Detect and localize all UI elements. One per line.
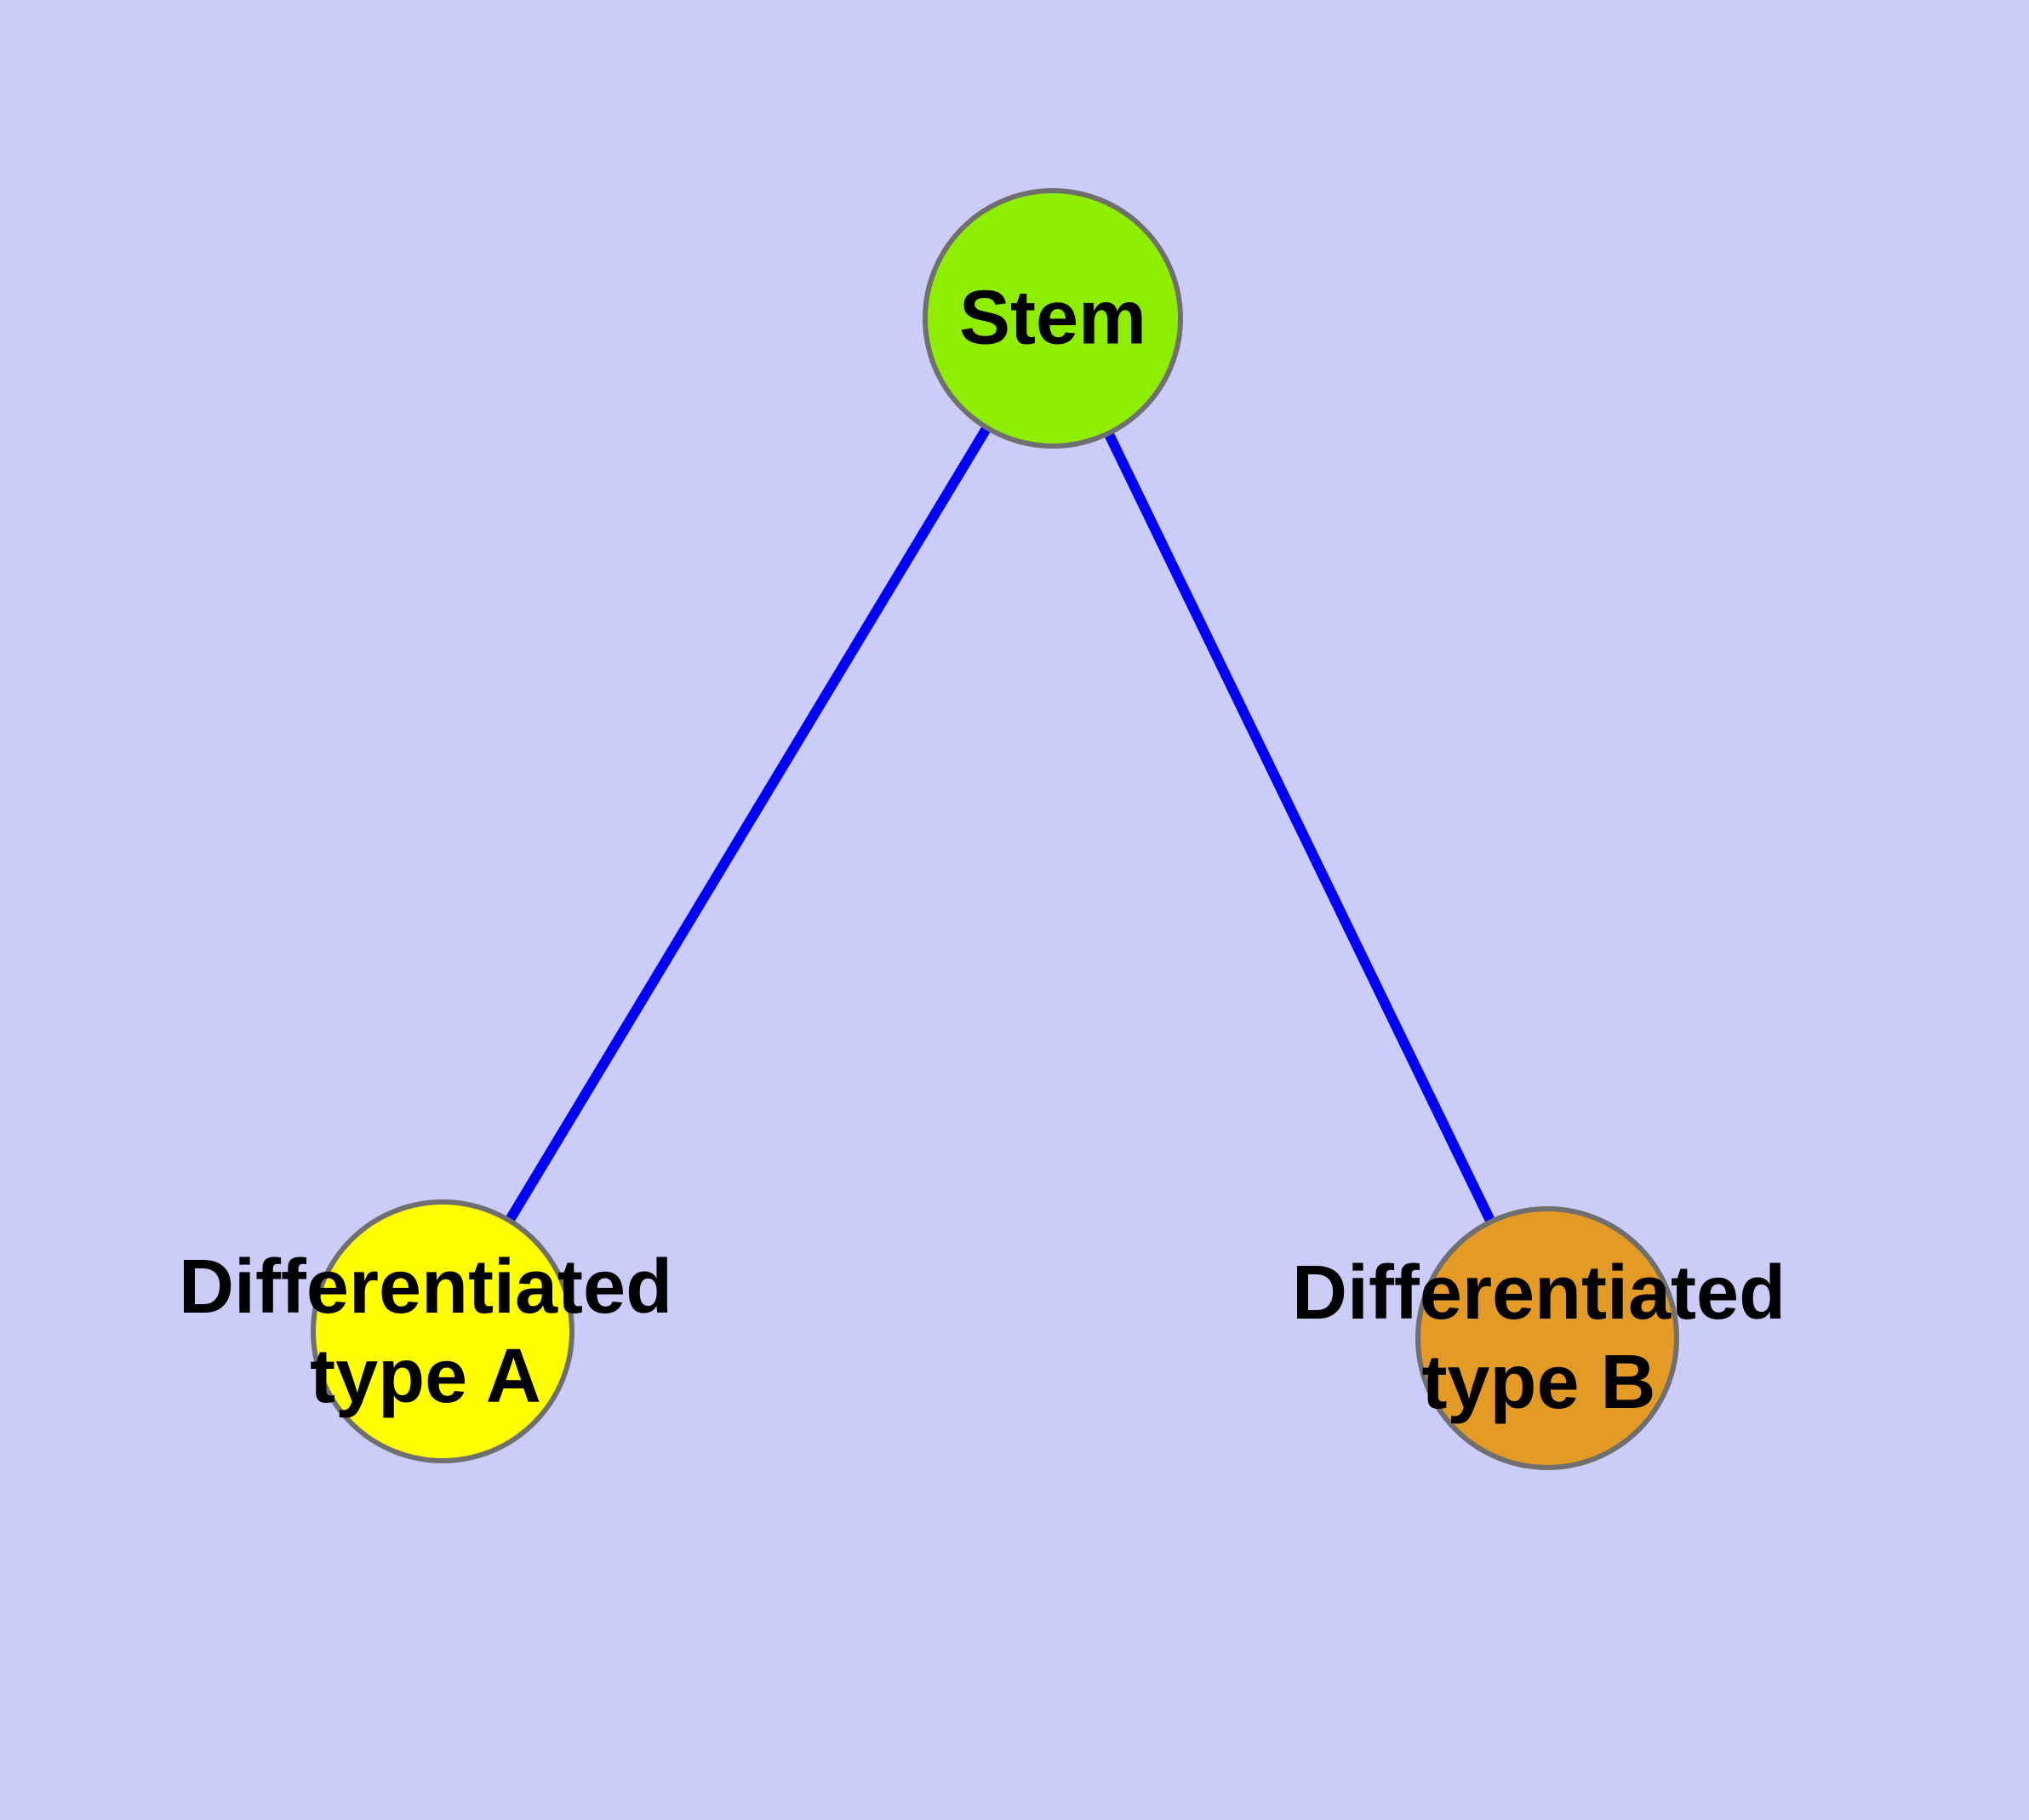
- edge-stem-to-type-b: [1048, 316, 1552, 1341]
- node-type-a-label-line2: type A: [310, 1334, 541, 1419]
- node-type-b-circle: [1415, 1206, 1679, 1470]
- node-type-b-label-line2: type B: [1421, 1340, 1656, 1425]
- node-stem-label: Stem: [958, 275, 1147, 361]
- node-type-b-label: Differentiated type B: [1292, 1249, 1786, 1428]
- node-type-a-label-line1: Differentiated: [178, 1245, 673, 1330]
- edge-stem-to-type-a: [437, 315, 1058, 1335]
- node-type-a-label: Differentiated type A: [179, 1243, 672, 1422]
- node-type-b-label-line1: Differentiated: [1291, 1251, 1786, 1336]
- node-stem-circle: [923, 188, 1183, 449]
- node-type-a-circle: [311, 1199, 574, 1463]
